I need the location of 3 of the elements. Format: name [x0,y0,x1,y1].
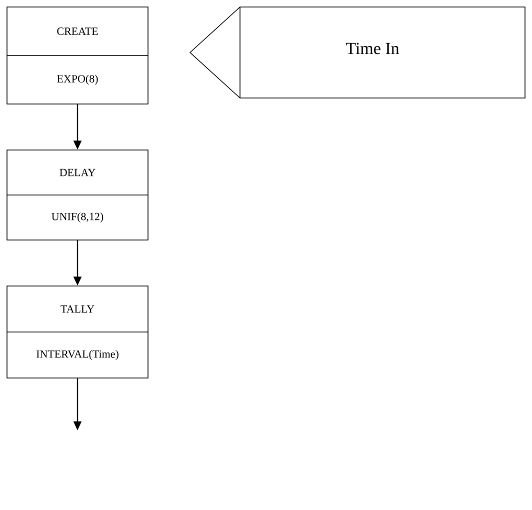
block-box: TALLY INTERVAL(Time) [6,286,148,378]
block-box: CREATE EXPO(8) [6,6,148,104]
block-box: DELAY UNIF(8,12) [6,150,148,240]
